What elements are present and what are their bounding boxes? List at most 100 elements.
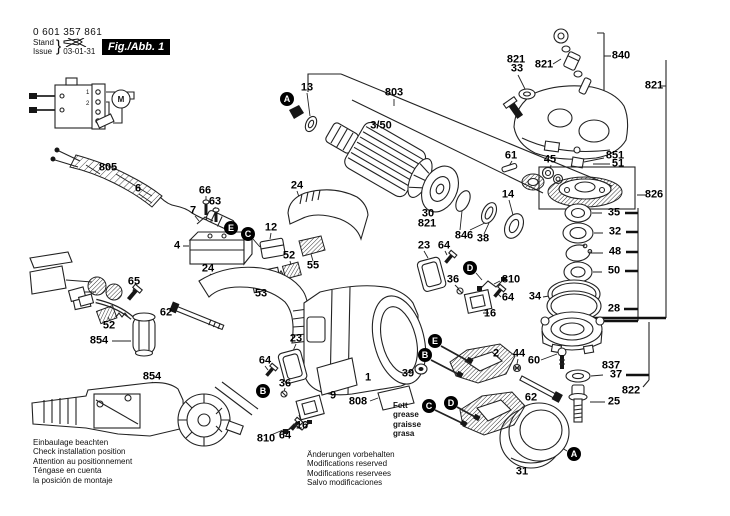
- part-label-2: 2: [492, 347, 500, 360]
- brush-holder-16-left: [295, 394, 325, 421]
- aux-handle-854: [67, 283, 225, 357]
- part-label-840: 840: [611, 49, 631, 62]
- brush-cover-23-right: [416, 256, 447, 292]
- part-label-63: 63: [208, 195, 222, 208]
- terminal-2-label: 2: [86, 101, 90, 107]
- callout-C: C: [422, 399, 436, 413]
- grommet-39: [414, 363, 428, 375]
- part-label-50: 50: [607, 264, 621, 277]
- brush-cover-23-left: [277, 348, 308, 384]
- part-label-821: 821: [417, 217, 437, 230]
- part-label-36: 36: [278, 377, 292, 390]
- part-label-33: 33: [510, 62, 524, 75]
- name-plate-9: [316, 357, 358, 396]
- part-label-34: 34: [528, 290, 542, 303]
- brush-lead-wires: [430, 345, 481, 428]
- handle-shells-24: [198, 189, 369, 344]
- motor-symbol: M: [118, 95, 125, 104]
- callout-E: E: [428, 334, 442, 348]
- part-label-821: 821: [534, 58, 554, 71]
- part-label-803: 803: [384, 86, 404, 99]
- part-label-854: 854: [142, 370, 162, 383]
- grease-note: Fett grease graisse grasa: [393, 401, 422, 439]
- wiring-diagram: 1 2 M: [29, 77, 135, 130]
- callout-E: E: [224, 221, 238, 235]
- part-label-52: 52: [282, 249, 296, 262]
- part-label-36: 36: [446, 273, 460, 286]
- gear-head-housing: [513, 85, 629, 160]
- spindle-lock-parts-840: [553, 28, 592, 95]
- figure-label: Fig./Abb. 1: [102, 39, 171, 55]
- part-label-7: 7: [189, 204, 197, 217]
- part-label-37: 37: [609, 368, 623, 381]
- callout-A: A: [280, 92, 294, 106]
- part-label-6: 6: [134, 182, 142, 195]
- part-label-51: 51: [611, 157, 625, 170]
- part-label-24: 24: [201, 262, 215, 275]
- part-label-3-50: 3/50: [370, 119, 392, 132]
- part-label-846: 846: [454, 229, 474, 242]
- part-label-23: 23: [417, 239, 431, 252]
- part-label-851: 851: [605, 149, 625, 162]
- part-label-62: 62: [524, 391, 538, 404]
- issue-block: Stand Issue } 03-01-31: [33, 38, 95, 56]
- stator-coil-upper-2: [449, 343, 516, 384]
- part-label-854: 854: [89, 334, 109, 347]
- assembled-tool-view: [31, 381, 259, 447]
- callout-B: B: [418, 348, 432, 362]
- issue-date: 03-01-31: [63, 47, 96, 56]
- part-label-55: 55: [306, 259, 320, 272]
- part-label-810: 810: [501, 273, 521, 286]
- callout-B: B: [256, 384, 270, 398]
- part-label-821: 821: [644, 79, 664, 92]
- part-label-30: 30: [421, 207, 435, 220]
- part-label-805: 805: [98, 161, 118, 174]
- part-label-61: 61: [504, 149, 518, 162]
- part-label-45: 45: [543, 153, 557, 166]
- stator-coil-lower: [459, 391, 526, 436]
- part-label-62: 62: [159, 306, 173, 319]
- screw-60: [557, 347, 567, 369]
- part-label-808: 808: [348, 395, 368, 408]
- callout-D: D: [444, 396, 458, 410]
- part-label-822: 822: [621, 384, 641, 397]
- callout-A: A: [567, 447, 581, 461]
- part-label-4: 4: [173, 239, 181, 252]
- terminal-1-label: 1: [86, 90, 90, 96]
- document-number: 0 601 357 861: [33, 27, 103, 38]
- part-label-65: 65: [127, 275, 141, 288]
- part-label-64: 64: [278, 429, 292, 442]
- screws-64: [265, 249, 507, 431]
- part-label-826: 826: [644, 188, 664, 201]
- issue-label: Issue: [33, 47, 53, 56]
- part-label-44: 44: [512, 347, 526, 360]
- callout-C: C: [241, 227, 255, 241]
- part-label-39: 39: [401, 367, 415, 380]
- part-label-837: 837: [601, 359, 621, 372]
- washer-37: [565, 369, 591, 383]
- brace: }: [55, 38, 62, 55]
- part-label-810: 810: [256, 432, 276, 445]
- part-label-64: 64: [437, 239, 451, 252]
- part-label-821: 821: [506, 53, 526, 66]
- part-label-16: 16: [295, 419, 309, 432]
- no-pencil-icon: [63, 38, 87, 47]
- part-label-12: 12: [264, 221, 278, 234]
- bolt-62-right: [519, 375, 563, 403]
- part-label-64: 64: [501, 291, 515, 304]
- part-label-66: 66: [198, 184, 212, 197]
- part-label-32: 32: [608, 225, 622, 238]
- part-label-25: 25: [607, 395, 621, 408]
- screws-36: [280, 287, 464, 398]
- part-label-35: 35: [607, 206, 621, 219]
- label-plate-808: [377, 385, 415, 411]
- part-label-48: 48: [608, 245, 622, 258]
- part-label-1: 1: [364, 371, 372, 384]
- part-label-13: 13: [300, 81, 314, 94]
- part-label-53: 53: [254, 287, 268, 300]
- part-label-60: 60: [527, 354, 541, 367]
- part-label-28: 28: [607, 302, 621, 315]
- armature-assembly: [289, 105, 525, 239]
- part-label-9: 9: [329, 389, 337, 402]
